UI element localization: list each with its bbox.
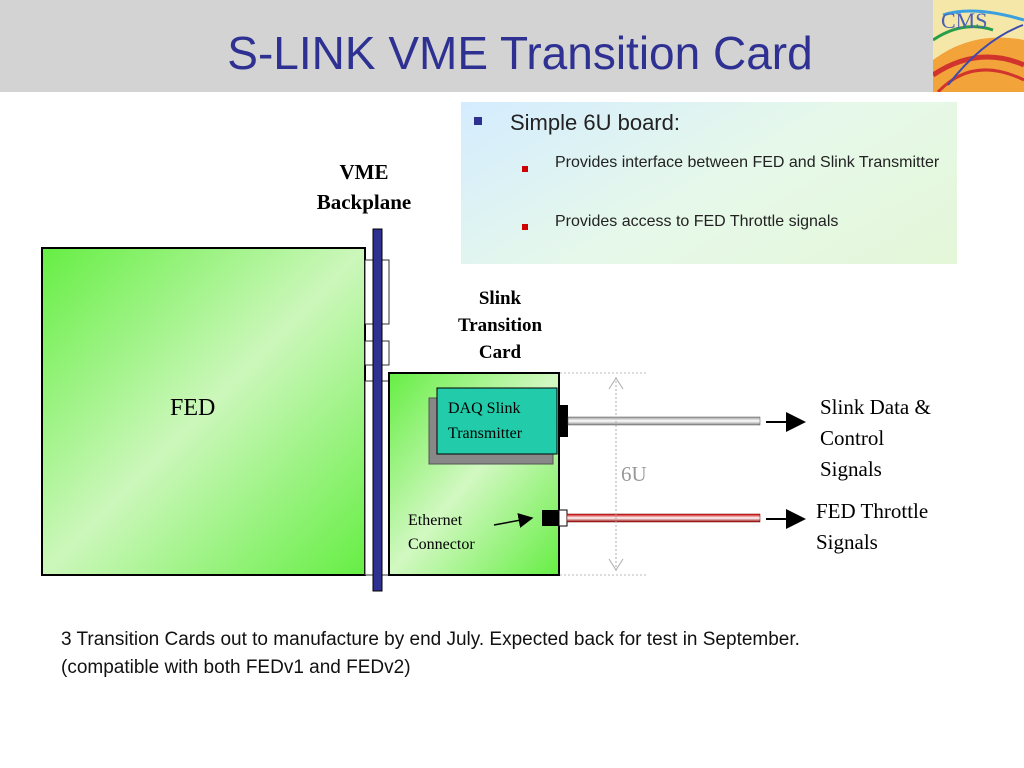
dimension-arrow-up-icon — [608, 377, 624, 390]
vme-label-line2: Backplane — [316, 190, 412, 214]
fed-label: FED — [170, 395, 216, 421]
ethernet-connector-label: Ethernet Connector — [408, 509, 475, 557]
out2-label-line2: Signals — [816, 530, 878, 554]
bullet-square-icon — [522, 166, 528, 172]
info-point-2: Provides access to FED Throttle signals — [555, 213, 839, 230]
title-bar — [0, 0, 1024, 92]
footer-line1: 3 Transition Cards out to manufacture by… — [61, 629, 800, 650]
cms-logo-text: CMS — [941, 8, 987, 33]
height-label: 6U — [621, 462, 647, 486]
stc-label-line1: Slink — [478, 288, 522, 309]
vme-label-line1: VME — [339, 160, 389, 184]
throttle-output-label: FED Throttle Signals — [816, 496, 928, 558]
stc-label-line3: Card — [478, 342, 522, 363]
info-box — [461, 102, 957, 264]
stc-label-line2: Transition — [457, 315, 543, 336]
vme-backplane-label: VME Backplane — [305, 157, 423, 217]
page-title: S-LINK VME Transition Card — [227, 27, 813, 79]
out1-label-line2: Control — [820, 426, 885, 450]
dimension-arrow-down-icon — [608, 558, 624, 571]
eth-label-line1: Ethernet — [408, 512, 463, 529]
info-heading: Simple 6U board: — [510, 110, 680, 135]
throttle-cable — [566, 513, 761, 523]
footer-note: 3 Transition Cards out to manufacture by… — [61, 626, 800, 682]
info-point-1: Provides interface between FED and Slink… — [555, 154, 940, 171]
footer-line2: (compatible with both FEDv1 and FEDv2) — [61, 657, 411, 678]
eth-label-line2: Connector — [408, 536, 475, 553]
ethernet-connector — [542, 510, 559, 526]
daq-label-line2: Transmitter — [448, 425, 523, 442]
ethernet-connector-plug — [558, 509, 568, 527]
slink-cable-connector — [558, 405, 568, 437]
slink-transition-card-label: Slink Transition Card — [440, 285, 560, 366]
fed-board — [41, 247, 366, 576]
bullet-square-icon — [522, 224, 528, 230]
slink-data-cable — [567, 416, 761, 426]
vme-backplane — [372, 228, 383, 592]
out2-label-line1: FED Throttle — [816, 499, 929, 523]
ethernet-pointer-arrow-icon — [493, 513, 534, 528]
bullet-square-icon — [474, 117, 482, 125]
slink-output-label: Slink Data & Control Signals — [820, 392, 931, 485]
daq-label-line1: DAQ Slink — [448, 400, 521, 417]
cms-logo-graphic: CMS — [933, 0, 1024, 92]
cms-logo: CMS — [933, 0, 1024, 92]
out1-label-line1: Slink Data & — [820, 395, 931, 419]
out1-label-line3: Signals — [820, 457, 882, 481]
daq-slink-transmitter — [436, 387, 558, 455]
daq-transmitter-label: DAQ Slink Transmitter — [448, 396, 522, 446]
